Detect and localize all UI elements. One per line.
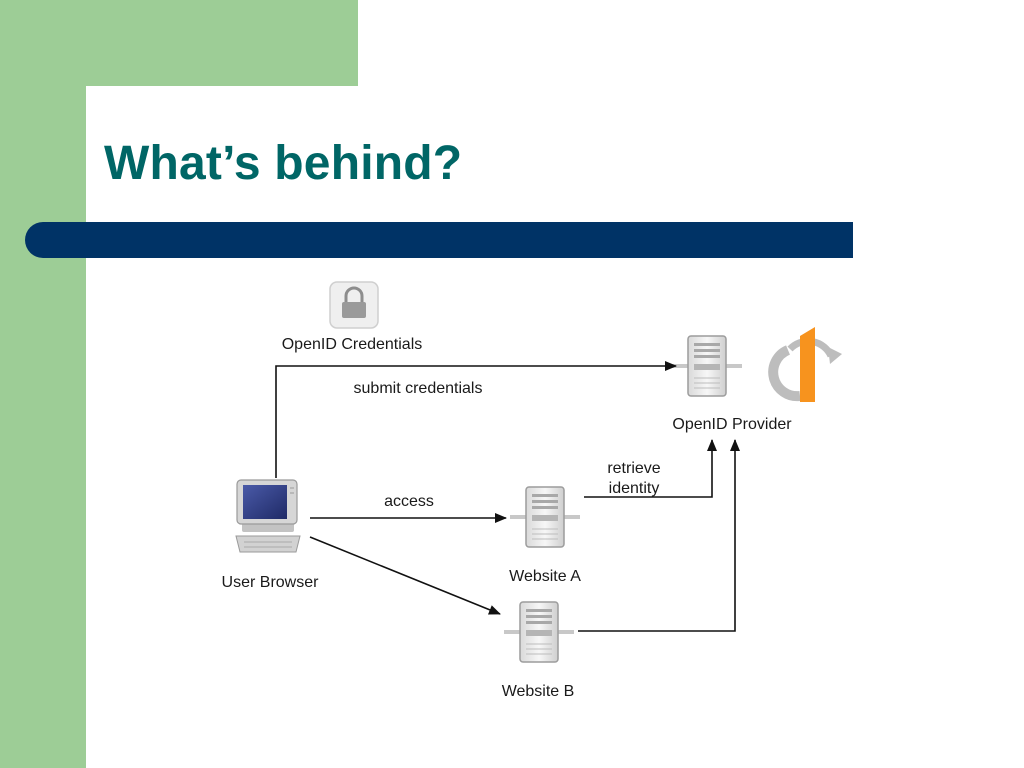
website-b-label: Website B [502, 683, 575, 700]
access-label: access [384, 493, 434, 510]
lock-icon [329, 281, 379, 329]
provider-label: OpenID Provider [672, 416, 792, 433]
title-underline-bar [25, 222, 853, 258]
top-tab [86, 0, 358, 86]
website-b-server-icon [504, 601, 574, 663]
submit-credentials-label: submit credentials [354, 380, 483, 397]
website-b-provider-arrow [578, 439, 740, 632]
credentials-label: OpenID Credentials [282, 336, 423, 353]
website-a-server-icon [510, 486, 580, 548]
browser-label: User Browser [222, 574, 320, 591]
computer-icon [235, 479, 301, 553]
website-a-label: Website A [509, 568, 581, 585]
retrieve-identity-line1: retrieve [607, 460, 660, 477]
provider-server-icon [672, 335, 742, 397]
retrieve-identity-line2: identity [609, 480, 660, 497]
sidebar-strip [0, 0, 86, 768]
submit-credentials-arrow [275, 361, 677, 478]
slide-title: What’s behind? [104, 137, 463, 190]
retrieve-identity-arrow [584, 439, 717, 498]
openid-logo [768, 327, 842, 402]
website-b-access-arrow [309, 536, 501, 615]
